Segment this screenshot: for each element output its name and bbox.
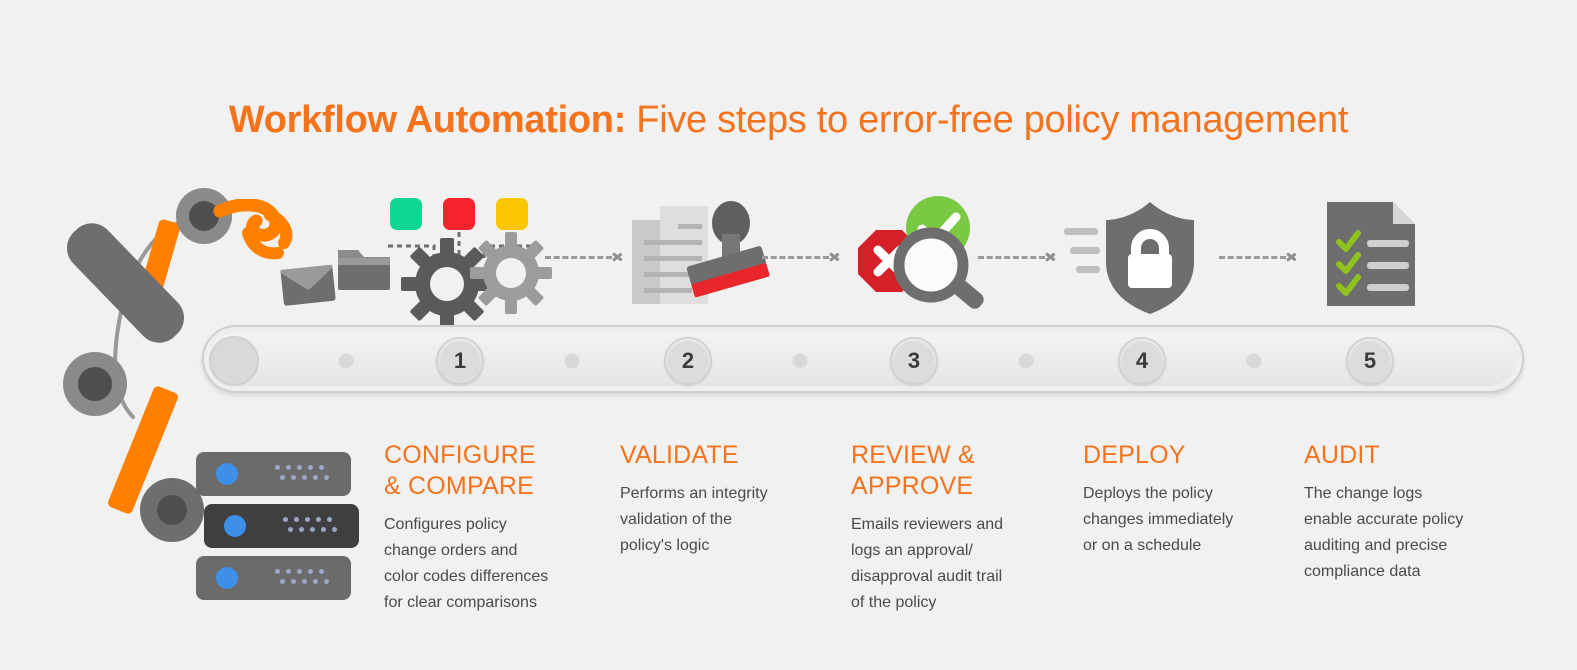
track-step-marker-4[interactable]: 4: [1118, 337, 1166, 385]
robot-shoulder-joint: [176, 188, 232, 244]
track-dot: [792, 353, 808, 369]
connector-arrowhead-icon: [612, 251, 623, 263]
step-heading: AUDIT: [1304, 441, 1380, 469]
connector-arrow-4: [1219, 251, 1297, 263]
conveyor-track: 1 2 3 4 5: [202, 325, 1524, 393]
server-dot-matrix: [275, 465, 337, 483]
review-approve-icon: [858, 196, 984, 309]
connector-dash: [545, 256, 612, 259]
server-dot-matrix: [275, 569, 337, 587]
track-dot: [564, 353, 580, 369]
server-unit: [196, 452, 351, 496]
robot-base-joint: [140, 478, 204, 542]
server-unit-active: [204, 504, 359, 548]
step-4-icon-group: [1062, 200, 1197, 318]
connector-arrow-1: [545, 251, 623, 263]
robot-elbow-joint: [63, 352, 127, 416]
connector-arrowhead-icon: [1045, 251, 1056, 263]
track-step-number: 4: [1135, 348, 1149, 373]
track-step-number: 5: [1363, 348, 1377, 373]
track-step-marker-1[interactable]: 1: [436, 337, 484, 385]
color-chip-red: [443, 198, 475, 230]
color-chip-green: [390, 198, 422, 230]
step-2-icon-group: [630, 198, 770, 318]
document-stamp-icon: [632, 201, 770, 304]
track-dot: [338, 353, 354, 369]
step-description: Configures policy change orders and colo…: [384, 516, 549, 611]
robot-gripper-icon: [213, 199, 293, 260]
envelope-icon: [280, 264, 336, 306]
step-heading: DEPLOY: [1083, 441, 1186, 469]
gear-icon: [401, 238, 493, 330]
track-dot: [1246, 353, 1262, 369]
step-description: Performs an integrity validation of the …: [620, 485, 768, 554]
step-heading: VALIDATE: [620, 441, 739, 469]
step-column-3: REVIEW & APPROVE Emails reviewers and lo…: [851, 440, 1066, 616]
gear-icon: [470, 232, 552, 314]
connector-arrowhead-icon: [1286, 251, 1297, 263]
step-1-icon-group: [278, 190, 552, 330]
page-title-light: Five steps to error-free policy manageme…: [626, 99, 1349, 141]
step-column-4: DEPLOY Deploys the policy changes immedi…: [1083, 440, 1298, 559]
track-step-number: 2: [681, 348, 695, 373]
step-heading: REVIEW & APPROVE: [851, 441, 975, 500]
checklist-document-icon: [1327, 202, 1415, 306]
server-led-icon: [216, 463, 238, 485]
page-title: Workflow Automation: Five steps to error…: [0, 99, 1577, 142]
step-column-5: AUDIT The change logs enable accurate po…: [1304, 440, 1529, 585]
shield-lock-icon: [1064, 202, 1194, 314]
connector-arrowhead-icon: [829, 251, 840, 263]
step-3-icon-group: [850, 192, 995, 317]
track-start-node[interactable]: [209, 336, 259, 386]
step-column-2: VALIDATE Performs an integrity validatio…: [620, 440, 835, 559]
server-led-icon: [224, 515, 246, 537]
robot-arm-illustration: [55, 185, 295, 542]
step-descriptions: CONFIGURE & COMPARE Configures policy ch…: [0, 440, 1577, 670]
color-chip-yellow: [496, 198, 528, 230]
conveyor-track-surface: [210, 332, 1516, 386]
step-5-icon-group: [1325, 200, 1425, 310]
track-dot: [1018, 353, 1034, 369]
server-rack-illustration: [196, 452, 359, 610]
connector-dash: [978, 256, 1045, 259]
track-step-marker-2[interactable]: 2: [664, 337, 712, 385]
folder-icon: [338, 250, 390, 290]
track-step-marker-3[interactable]: 3: [890, 337, 938, 385]
step-column-1: CONFIGURE & COMPARE Configures policy ch…: [384, 440, 609, 616]
step-description: The change logs enable accurate policy a…: [1304, 485, 1464, 580]
step-heading: CONFIGURE & COMPARE: [384, 441, 536, 500]
server-led-icon: [216, 567, 238, 589]
connector-dash: [1219, 256, 1286, 259]
step-description: Emails reviewers and logs an approval/ d…: [851, 516, 1004, 611]
page-title-bold: Workflow Automation:: [228, 99, 627, 141]
connector-arrow-3: [978, 251, 1056, 263]
connector-dash: [762, 256, 829, 259]
track-step-number: 3: [907, 348, 921, 373]
track-step-number: 1: [453, 348, 467, 373]
server-unit: [196, 556, 351, 600]
track-step-marker-5[interactable]: 5: [1346, 337, 1394, 385]
server-dot-matrix: [283, 517, 345, 535]
connector-arrow-2: [762, 251, 840, 263]
step-description: Deploys the policy changes immediately o…: [1083, 485, 1234, 554]
